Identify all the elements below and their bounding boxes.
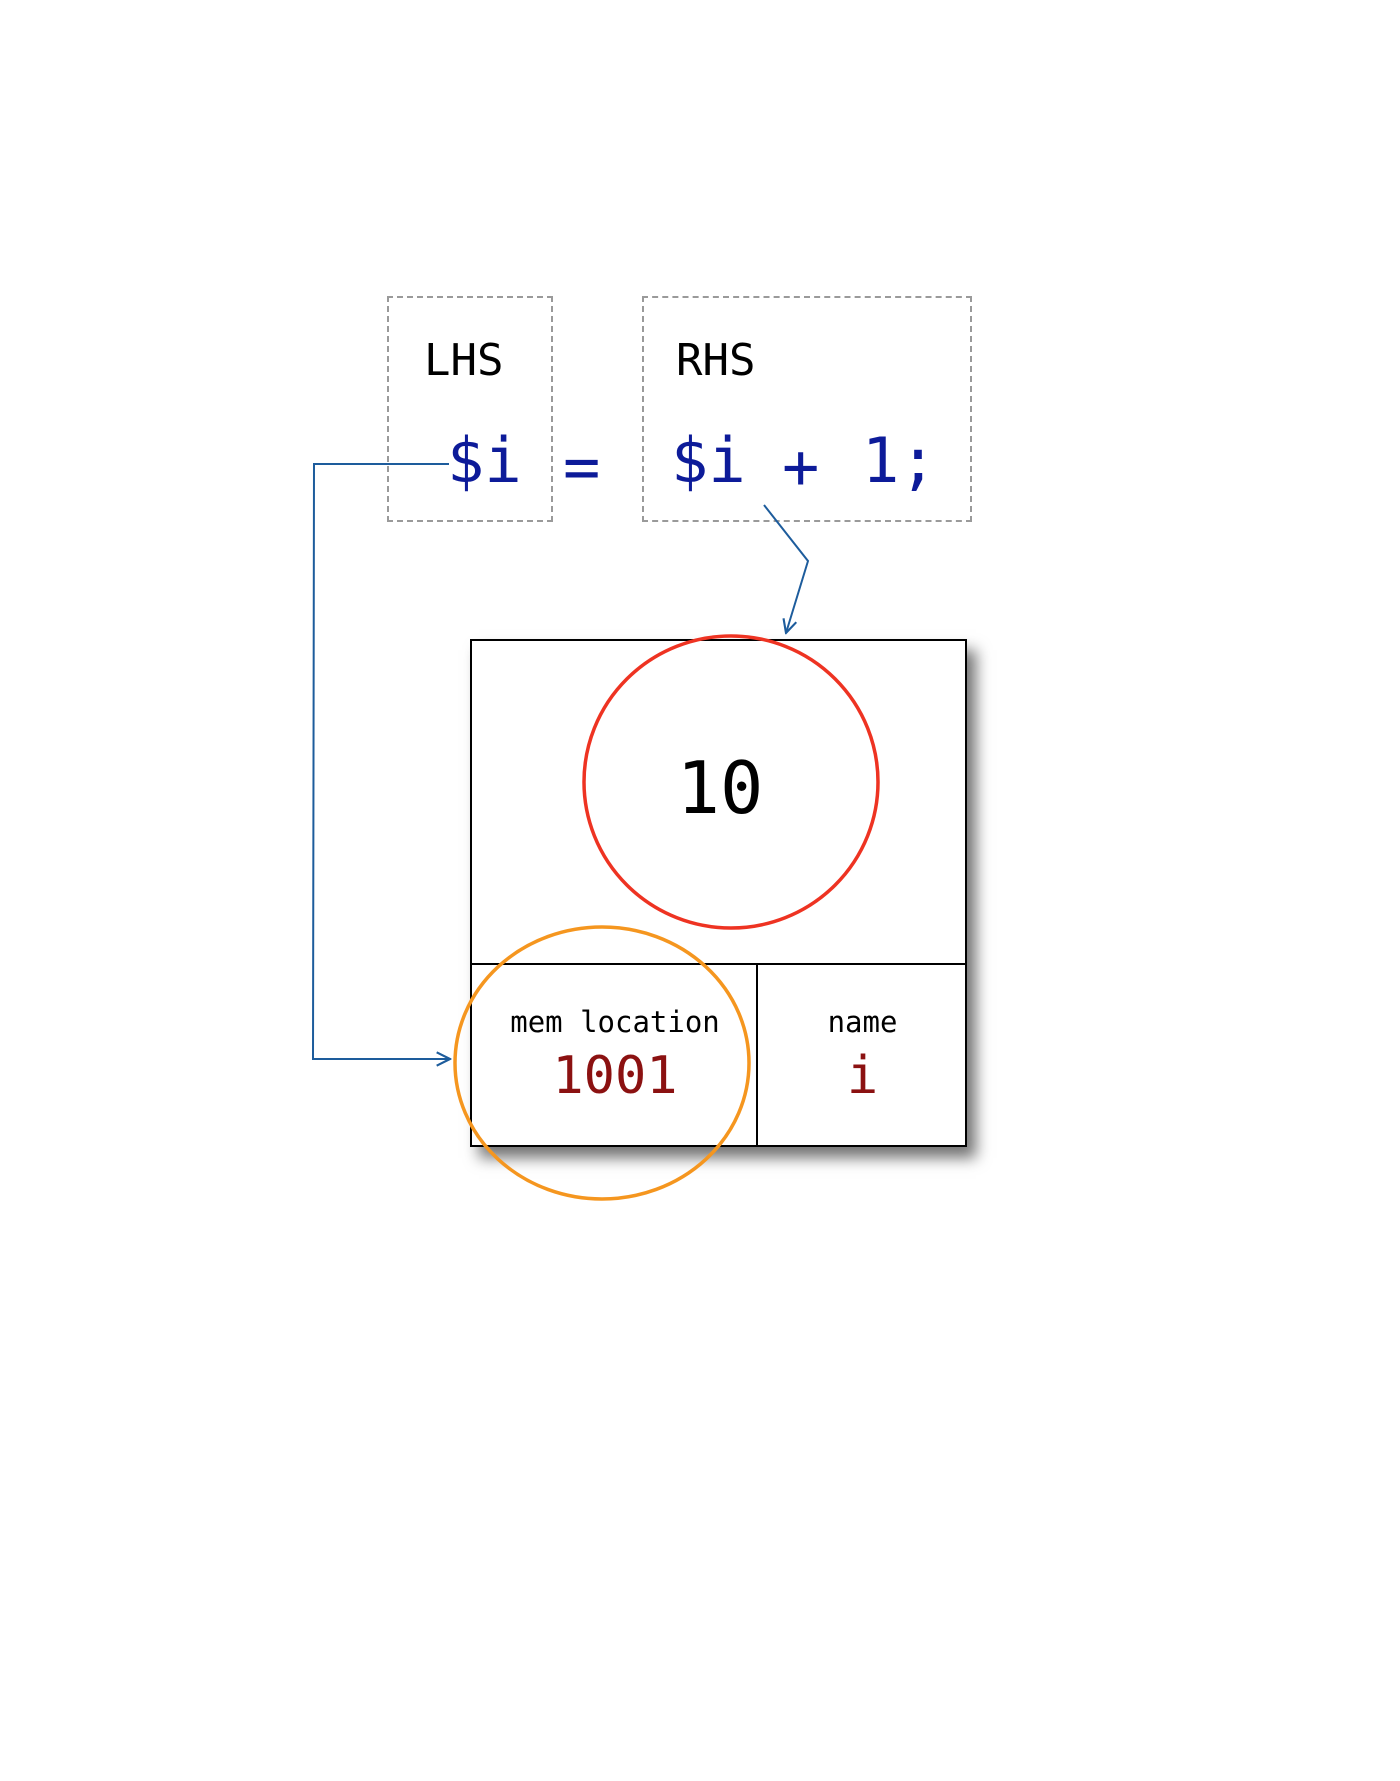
mem-location-label: mem location — [510, 1005, 720, 1039]
memory-cell-divider-horizontal — [470, 963, 967, 965]
equals-sign: = — [563, 430, 601, 503]
mem-location-value: 1001 — [552, 1046, 678, 1106]
name-value: i — [846, 1046, 879, 1106]
memory-cell-divider-vertical — [756, 963, 758, 1147]
memory-value: 10 — [676, 746, 764, 830]
lhs-box — [387, 296, 553, 522]
rhs-literal: 1; — [862, 424, 937, 497]
rhs-operator: + — [782, 430, 820, 503]
rhs-to-value-arrow — [763, 504, 810, 633]
rhs-var: $i — [671, 424, 746, 497]
lhs-code: $i — [447, 424, 522, 497]
rhs-header: RHS — [676, 335, 756, 386]
name-label: name — [827, 1005, 898, 1039]
lhs-header: LHS — [424, 335, 504, 386]
lhs-to-location-arrow — [311, 463, 450, 1059]
